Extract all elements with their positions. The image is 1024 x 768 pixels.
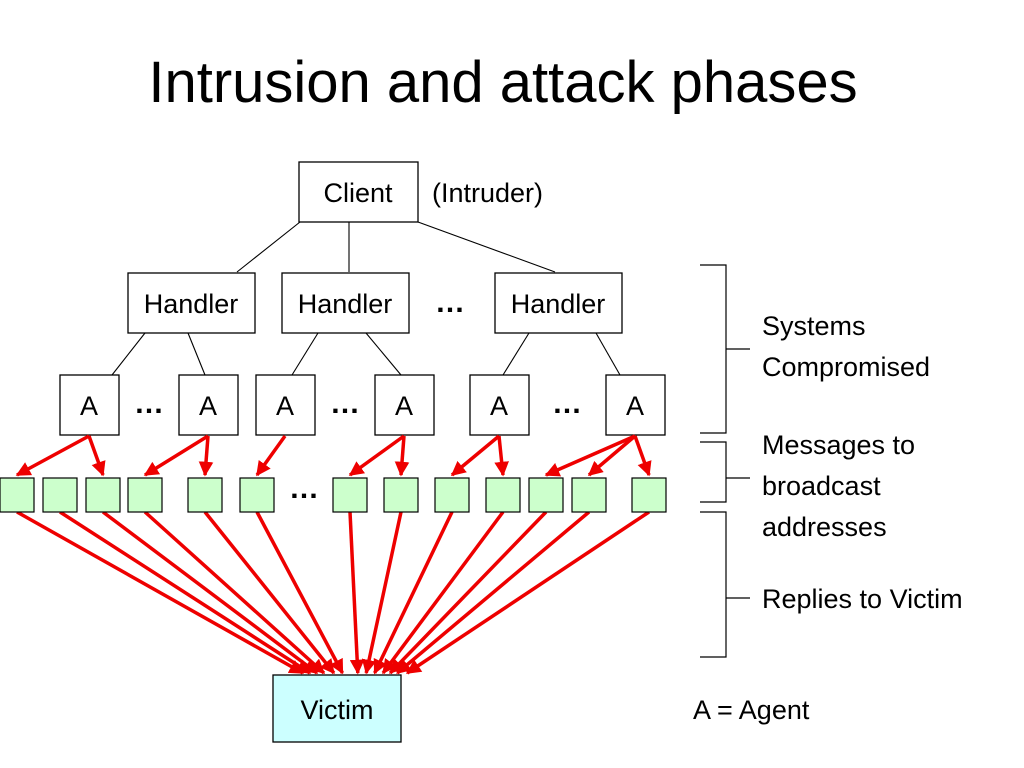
broadcast-to-victim-arrow: [101, 510, 319, 675]
broadcast-node: [485, 477, 521, 513]
broadcast-ellipsis: …: [289, 472, 319, 505]
systems-compromised-label: Systems Compromised: [762, 311, 930, 382]
broadcast-to-victim-arrow: [405, 510, 650, 675]
agent-label: A: [626, 391, 644, 421]
broadcast-node: [127, 477, 163, 513]
agent-ellipsis: …: [330, 387, 360, 420]
agent-label: A: [199, 391, 217, 421]
client-label: Client: [323, 178, 393, 208]
agent-to-broadcast-arrow: [348, 434, 406, 477]
intruder-label: (Intruder): [432, 178, 543, 208]
agent-to-broadcast-arrow: [15, 434, 90, 477]
broadcast-nodes: [0, 477, 667, 513]
agent-label: A: [490, 391, 508, 421]
broadcast-node: [383, 477, 419, 513]
agent-box: [178, 374, 239, 436]
replies-brace: [700, 511, 750, 658]
agent-to-broadcast-arrow: [494, 435, 509, 477]
client-box: [298, 161, 419, 223]
broadcast-node: [0, 477, 35, 513]
broadcast-to-victim-arrow: [388, 510, 548, 675]
agent-label: A: [276, 391, 294, 421]
broadcast-to-victim-arrow: [396, 510, 591, 675]
broadcast-to-victim-arrow: [59, 510, 312, 675]
legend-agent: A = Agent: [693, 695, 810, 725]
agent-to-broadcast-arrow: [633, 435, 652, 477]
broadcast-to-victim-arrow: [16, 510, 305, 675]
agent-box: [605, 374, 666, 436]
broadcast-node: [332, 477, 368, 513]
agent-to-broadcast-arrow: [587, 434, 637, 477]
handler-ellipsis: …: [435, 286, 465, 319]
handler-box: [494, 272, 623, 334]
broadcast-node: [631, 477, 667, 513]
page-title: Intrusion and attack phases: [148, 50, 857, 115]
broadcast-node: [571, 477, 607, 513]
broadcast-to-victim-arrow: [361, 511, 403, 675]
handler-label: Handler: [144, 289, 239, 319]
broadcast-to-victim-arrow: [381, 510, 505, 675]
handler-label: Handler: [511, 289, 606, 319]
handler-box: [127, 272, 256, 334]
agent-to-broadcast-arrow: [143, 434, 209, 477]
broadcast-node: [85, 477, 121, 513]
broadcast-node: [434, 477, 470, 513]
broadcast-to-victim-arrow: [255, 511, 344, 675]
agent-to-broadcast-arrow: [198, 435, 214, 477]
agent-box: [255, 374, 316, 436]
agent-to-broadcast-arrow: [544, 434, 636, 477]
broadcast-node: [187, 477, 223, 513]
agent-ellipsis: …: [134, 387, 164, 420]
agent-box: [374, 374, 435, 436]
agent-box: [59, 374, 120, 436]
broadcast-node: [239, 477, 275, 513]
broadcast-node: [42, 477, 78, 513]
replies-to-victim-label: Replies to Victim: [762, 584, 963, 614]
agent-ellipsis: …: [552, 387, 582, 420]
victim-label: Victim: [300, 695, 373, 725]
agent-to-broadcast-arrow: [394, 435, 410, 477]
agent-to-broadcast-arrow: [450, 434, 501, 477]
broadcast-to-victim-arrow: [143, 510, 326, 675]
messages-brace: [700, 441, 750, 503]
handler-box: [281, 272, 410, 334]
messages-broadcast-label: Messages to broadcast addresses: [762, 430, 923, 542]
victim-box: [272, 674, 402, 743]
systems-compromised-brace: [700, 264, 750, 434]
agent-label: A: [80, 391, 98, 421]
broadcast-to-victim-arrow: [348, 511, 365, 675]
tree-lines: [111, 221, 621, 376]
broadcast-node: [528, 477, 564, 513]
agent-to-broadcast-arrow: [87, 435, 106, 477]
attack-arrows: [15, 434, 652, 675]
agent-box: [469, 374, 530, 436]
agent-label: A: [395, 391, 413, 421]
broadcast-to-victim-arrow: [373, 511, 454, 675]
agent-to-broadcast-arrow: [255, 434, 287, 477]
broadcast-to-victim-arrow: [203, 510, 336, 675]
handler-label: Handler: [298, 289, 393, 319]
